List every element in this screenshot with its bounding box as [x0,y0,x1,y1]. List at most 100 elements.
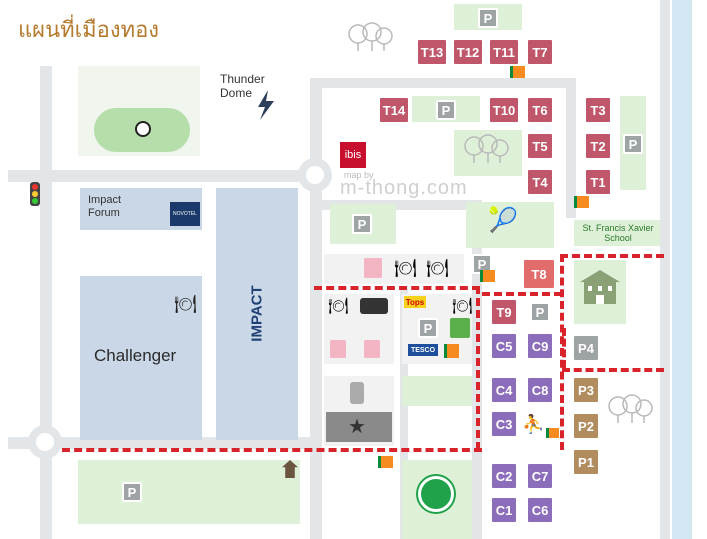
bus-icon [360,298,388,314]
watermark-mapby: map by [344,170,374,180]
roundabout-top [298,158,332,192]
building-t5[interactable]: T5 [526,132,554,160]
park-mid [402,376,472,406]
route-p4 [562,328,566,368]
road-right-vertical [660,0,670,539]
road-top-horizontal [8,170,328,182]
building-c3[interactable]: C3 [490,410,518,438]
building-t6[interactable]: T6 [526,96,554,124]
shopping-bag-icon [364,258,382,278]
building-c4[interactable]: C4 [490,376,518,404]
building-c7[interactable]: C7 [526,462,554,490]
seven-eleven-icon [510,66,525,78]
building-t11[interactable]: T11 [488,38,520,66]
road-bottom-horizontal [8,437,318,449]
building-t8[interactable]: T8 [522,258,556,290]
seven-eleven-icon [546,428,559,438]
building-t13[interactable]: T13 [416,38,448,66]
road-mid-horizontal [316,200,476,210]
impact-forum-label: Impact Forum [88,194,122,219]
roundabout-bottom [28,425,62,459]
sports-area [466,202,554,248]
route-upper [314,286,480,290]
building-c1[interactable]: C1 [490,496,518,524]
ibis-logo: ibis [340,142,366,168]
building-t14[interactable]: T14 [378,96,410,124]
restaurant-icon: 🍽 [394,258,417,279]
route-school [560,254,664,258]
challenger-block [80,276,202,440]
restaurant-icon: 🍽 [426,258,449,279]
building-p3[interactable]: P3 [572,376,600,404]
basketball-icon: ⛹ [522,414,545,435]
building-t9[interactable]: T9 [490,298,518,326]
building-t10[interactable]: T10 [488,96,520,124]
watermark-site: m-thong.com [340,177,468,199]
road-upper-horizontal [316,78,571,88]
memorial-block [326,412,392,442]
tree-icon [608,394,653,423]
thunder-dome-label: Thunder Dome [220,72,265,100]
building-c9[interactable]: C9 [526,332,554,360]
shopping-bag-icon [330,340,346,358]
impact-block [216,188,298,440]
impact-label: IMPACT [248,285,266,342]
parking-icon: P [623,134,643,154]
building-t12[interactable]: T12 [452,38,484,66]
park-bottom-left [78,460,300,524]
building-p4[interactable]: P4 [572,334,600,362]
seven-eleven-icon [574,196,589,208]
st-francis-label: St. Francis Xavier School [582,223,654,243]
parking-icon: P [530,302,550,322]
st-francis-label-box [574,220,660,246]
seven-eleven-icon [480,270,495,282]
building-t7[interactable]: T7 [526,38,554,66]
parking-icon: P [436,100,456,120]
tops-logo: Tops [404,296,426,308]
road-east-vertical [566,78,576,218]
building-t4[interactable]: T4 [526,168,554,196]
route-p-row [562,368,664,372]
novotel-logo: NOVOTEL [170,202,200,226]
restaurant-icon: 🍽 [328,296,349,315]
road-center-vertical [310,78,322,539]
challenger-label: Challenger [94,346,177,365]
building-p1[interactable]: P1 [572,448,600,476]
shrine-icon [282,460,298,478]
restaurant-icon: 🍽 [452,296,473,315]
parking-icon: P [122,482,142,502]
parking-icon: P [478,8,498,28]
building-t1[interactable]: T1 [584,168,612,196]
building-t2[interactable]: T2 [584,132,612,160]
seven-eleven-icon [378,456,393,468]
school-icon [580,270,620,304]
building-c6[interactable]: C6 [526,496,554,524]
route-bottom [62,448,482,452]
road-west-vertical [40,66,52,539]
lightning-icon [258,90,274,120]
kbank-logo [418,476,454,512]
building-t3[interactable]: T3 [584,96,612,124]
traffic-light-icon [30,182,40,206]
map-title: แผนที่เมืองทอง [18,18,160,43]
parking-icon: P [352,214,372,234]
seven-eleven-icon [444,344,459,358]
star-icon: ★ [348,414,366,438]
shop-area-top [324,254,464,284]
road-inner-vertical [400,290,408,539]
tennis-icon: 🎾 [488,206,518,234]
parking-icon: P [418,318,438,338]
building-c8[interactable]: C8 [526,376,554,404]
tree-icon [348,22,393,51]
route-t8 [482,292,562,296]
building-p2[interactable]: P2 [572,412,600,440]
restaurant-icon: 🍽 [174,294,197,315]
shopping-bag-icon [364,340,380,358]
canal [672,0,692,539]
tesco-logo: TESCO [408,344,438,356]
building-c2[interactable]: C2 [490,462,518,490]
football-icon [135,121,151,137]
building-c5[interactable]: C5 [490,332,518,360]
route-vertical-center [476,286,480,450]
monument-icon [350,382,364,404]
